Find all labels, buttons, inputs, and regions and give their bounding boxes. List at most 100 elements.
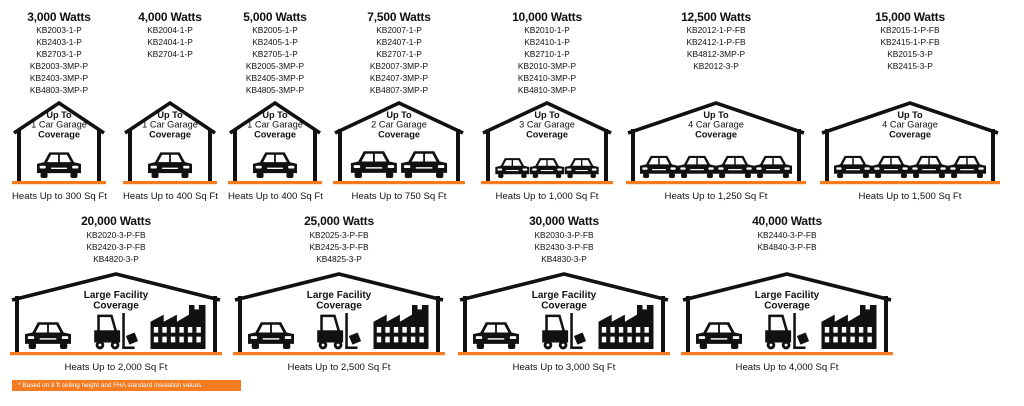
model-number: KB4825-3-P [316,254,362,265]
model-number: KB4830-3-P [541,254,587,265]
model-number: KB2010-1-P [524,25,570,35]
coverage-label: 2 Car Garage [371,120,427,130]
watts-label: 20,000 Watts [81,214,151,228]
heats-label: Heats Up to 1,500 Sq Ft [858,191,962,202]
watts-label: 30,000 Watts [529,214,599,228]
model-number: KB2403-1-P [36,37,82,48]
unit-7500: 7,500 Watts KB2007-1-P KB2407-1-P KB2707… [333,0,465,210]
factory-icon [373,305,429,349]
model-number: KB2025-3-P-FB [309,230,369,240]
model-number: KB2440-3-P-FB [757,230,817,240]
model-list: KB2020-3-P-FB KB2420-3-P-FB KB4820-3-P [10,229,222,265]
roof-outline [821,101,999,135]
coverage-label: 1 Car Garage [247,120,303,130]
model-number: KB2005-3MP-P [245,61,305,72]
coverage-label: Large Facility [307,290,372,301]
model-number: KB2707-1-P [376,49,422,60]
wall-left [686,296,690,352]
roof-outline [11,272,221,302]
model-number: KB2005-1-P [252,25,298,35]
model-number: KB4807-3MP-P [369,85,429,96]
roof-outline [682,272,892,302]
coverage-label: 3 Car Garage [519,120,575,130]
model-number: KB2425-3-P-FB [309,242,369,253]
car-icon [473,322,519,349]
coverage-label: Large Facility [755,290,820,301]
coverage-label: Coverage [695,129,737,139]
floor-line [458,352,670,356]
car-icon [148,152,192,178]
wall-left [15,296,19,352]
wall-left [128,129,132,181]
unit-40000: 40,000 Watts KB2440-3-P-FB KB4840-3-P-FB… [681,206,893,378]
footnote: * Based on 8 ft ceiling height and FHA s… [12,380,241,391]
floor-line [12,181,106,185]
model-number: KB2420-3-P-FB [86,242,146,253]
roof-outline [229,100,321,135]
heats-label: Heats Up to 4,000 Sq Ft [735,362,839,373]
car-icon [948,155,986,178]
wall-left [486,129,490,181]
coverage-label: Up To [386,110,412,120]
car-icon [401,151,448,178]
coverage-label: Up To [534,110,560,120]
model-number: KB2012-1-P-FB [686,25,746,35]
model-list: KB2007-1-P KB2407-1-P KB2707-1-P KB2007-… [333,24,465,97]
model-number: KB2407-1-P [376,37,422,48]
coverage-label: Coverage [38,129,80,139]
model-number: KB4820-3-P [93,254,139,265]
watts-label: 3,000 Watts [27,10,91,24]
unit-15000: 15,000 Watts KB2015-1-P-FB KB2415-1-P-FB… [820,0,1000,210]
wall-right [884,296,888,352]
coverage-label: Up To [703,110,729,120]
unit-12500: 12,500 Watts KB2012-1-P-FB KB2412-1-P-FB… [626,0,806,210]
floor-line [820,181,1000,185]
coverage-label: Coverage [254,129,296,139]
roof-outline [627,101,805,135]
unit-5000: 5,000 Watts KB2005-1-P KB2405-1-P KB2705… [228,0,323,210]
watts-label: 5,000 Watts [243,10,307,24]
model-list: KB2015-1-P-FB KB2415-1-P-FB KB2015-3-P K… [820,24,1000,72]
model-number: KB2704-1-P [147,49,193,60]
model-number: KB2003-3MP-P [29,61,89,72]
coverage-label: Coverage [541,301,587,312]
model-number: KB2010-3MP-P [517,61,577,72]
coverage-label: Large Facility [84,290,149,301]
model-number: KB4810-3MP-P [517,85,577,96]
unit-3000: 3,000 Watts KB2003-1-P KB2403-1-P KB2703… [12,0,107,210]
wall-left [631,129,635,181]
wall-right [208,129,212,181]
coverage-label: Large Facility [532,290,597,301]
unit-30000: 30,000 Watts KB2030-3-P-FB KB2430-3-P-FB… [458,206,670,378]
watts-label: 12,500 Watts [681,10,751,24]
model-number: KB4803-3MP-P [29,85,89,96]
forklift-icon [94,313,139,350]
model-list: KB2030-3-P-FB KB2430-3-P-FB KB4830-3-P [458,229,670,265]
model-number: KB2020-3-P-FB [86,230,146,240]
unit-10000: 10,000 Watts KB2010-1-P KB2410-1-P KB271… [481,0,613,210]
watts-label: 10,000 Watts [512,10,582,24]
model-number: KB2003-1-P [36,25,82,35]
car-icon [25,322,71,349]
watts-label: 4,000 Watts [138,10,202,24]
roof-outline [124,100,216,135]
wall-right [991,129,995,181]
floor-line [228,181,322,185]
heats-label: Heats Up to 400 Sq Ft [228,191,323,202]
coverage-label: Up To [46,110,72,120]
coverage-label: Up To [157,110,183,120]
roof-outline [234,272,444,302]
floor-line [233,352,445,356]
wall-right [313,129,317,181]
heats-label: Heats Up to 1,000 Sq Ft [495,191,599,202]
car-icon [696,322,742,349]
car-icon [716,155,754,178]
model-number: KB2404-1-P [147,37,193,48]
car-icon [37,152,81,178]
coverage-label: Coverage [316,301,362,312]
floor-line [681,352,893,356]
